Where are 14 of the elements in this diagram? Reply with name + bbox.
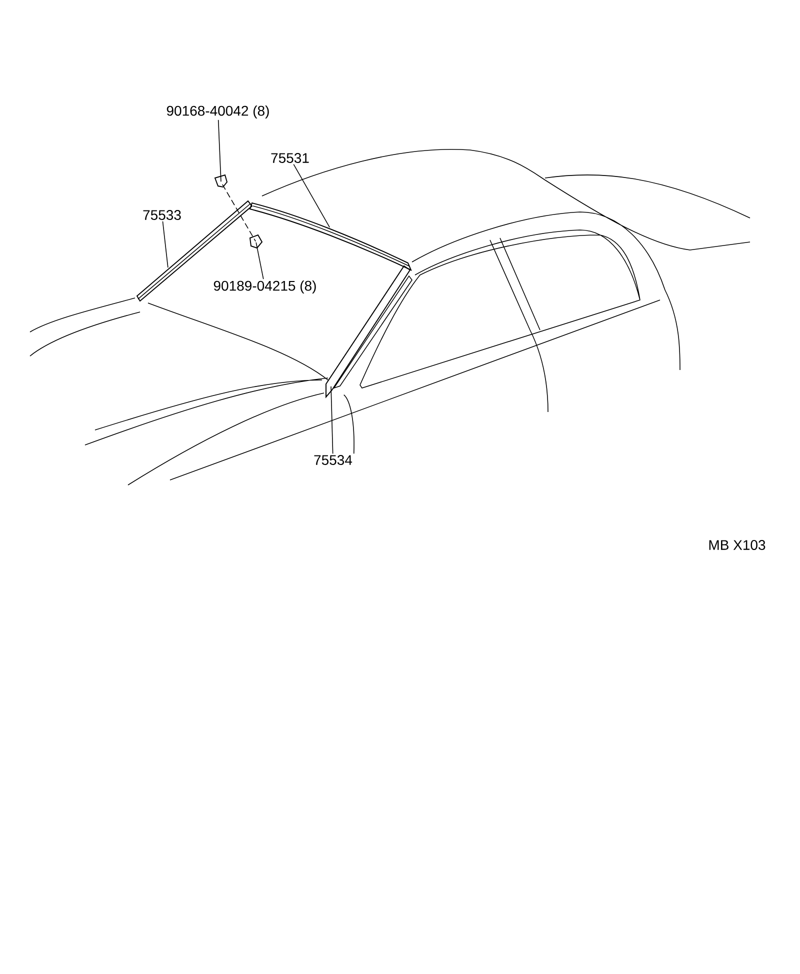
part-number: 90168-40042 (8)	[166, 105, 269, 119]
leader-line	[343, 394, 354, 454]
part-drawing	[250, 202, 412, 270]
part-number: 75534	[314, 455, 352, 465]
part-number: 75531	[271, 153, 309, 163]
part-number: 75533	[143, 210, 181, 220]
leader-line	[162, 220, 168, 268]
fastener-axis-line	[222, 184, 256, 242]
leader-line	[293, 164, 330, 228]
leader-line	[256, 242, 264, 280]
part-number: 90189-04215 (8)	[214, 280, 316, 294]
leader-line	[218, 120, 222, 182]
diagram-code: MB X103	[709, 540, 766, 550]
leader-line	[330, 386, 334, 454]
